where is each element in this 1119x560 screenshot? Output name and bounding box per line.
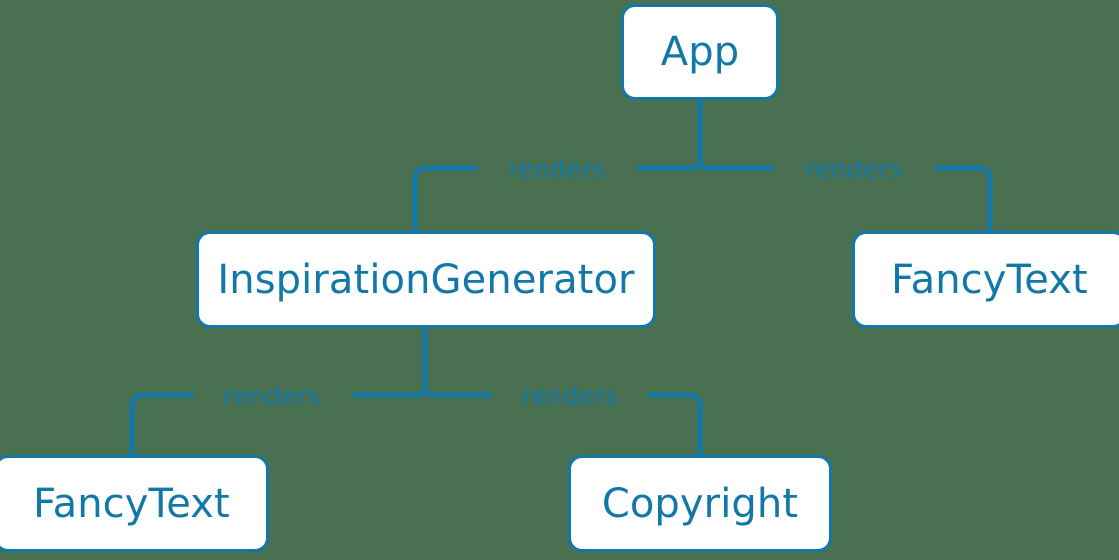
edge-inspirationgenerator-stem-right [422, 325, 436, 398]
edge-app-stem-right [697, 97, 711, 171]
node-inspirationgenerator[interactable]: InspirationGenerator [196, 231, 656, 328]
edge-ig-to-copyright-seg2 [647, 392, 703, 458]
edge-app-to-fancytext-seg2 [933, 165, 993, 234]
node-copyright-label: Copyright [601, 480, 799, 527]
node-fancytext-right-label: FancyText [891, 256, 1088, 303]
node-fancytext-left-label: FancyText [33, 480, 230, 527]
edge-app-to-inspirationgenerator-seg2 [412, 165, 479, 234]
node-fancytext-right[interactable]: FancyText [852, 231, 1119, 328]
node-copyright[interactable]: Copyright [568, 455, 832, 552]
node-inspirationgenerator-label: InspirationGenerator [217, 256, 635, 303]
node-app[interactable]: App [621, 4, 779, 100]
node-app-label: App [660, 29, 740, 75]
edge-app-stem [689, 97, 703, 171]
edge-label-app-to-inspirationgenerator: renders [508, 154, 606, 184]
edge-label-inspirationgenerator-to-fancytext: renders [223, 381, 321, 411]
edge-label-inspirationgenerator-to-copyright: renders [521, 381, 619, 411]
edge-inspirationgenerator-stem [414, 325, 428, 398]
edge-label-app-to-fancytext: renders [805, 154, 903, 184]
edge-ig-to-fancytext-seg2 [129, 392, 195, 458]
node-fancytext-left[interactable]: FancyText [0, 455, 269, 552]
